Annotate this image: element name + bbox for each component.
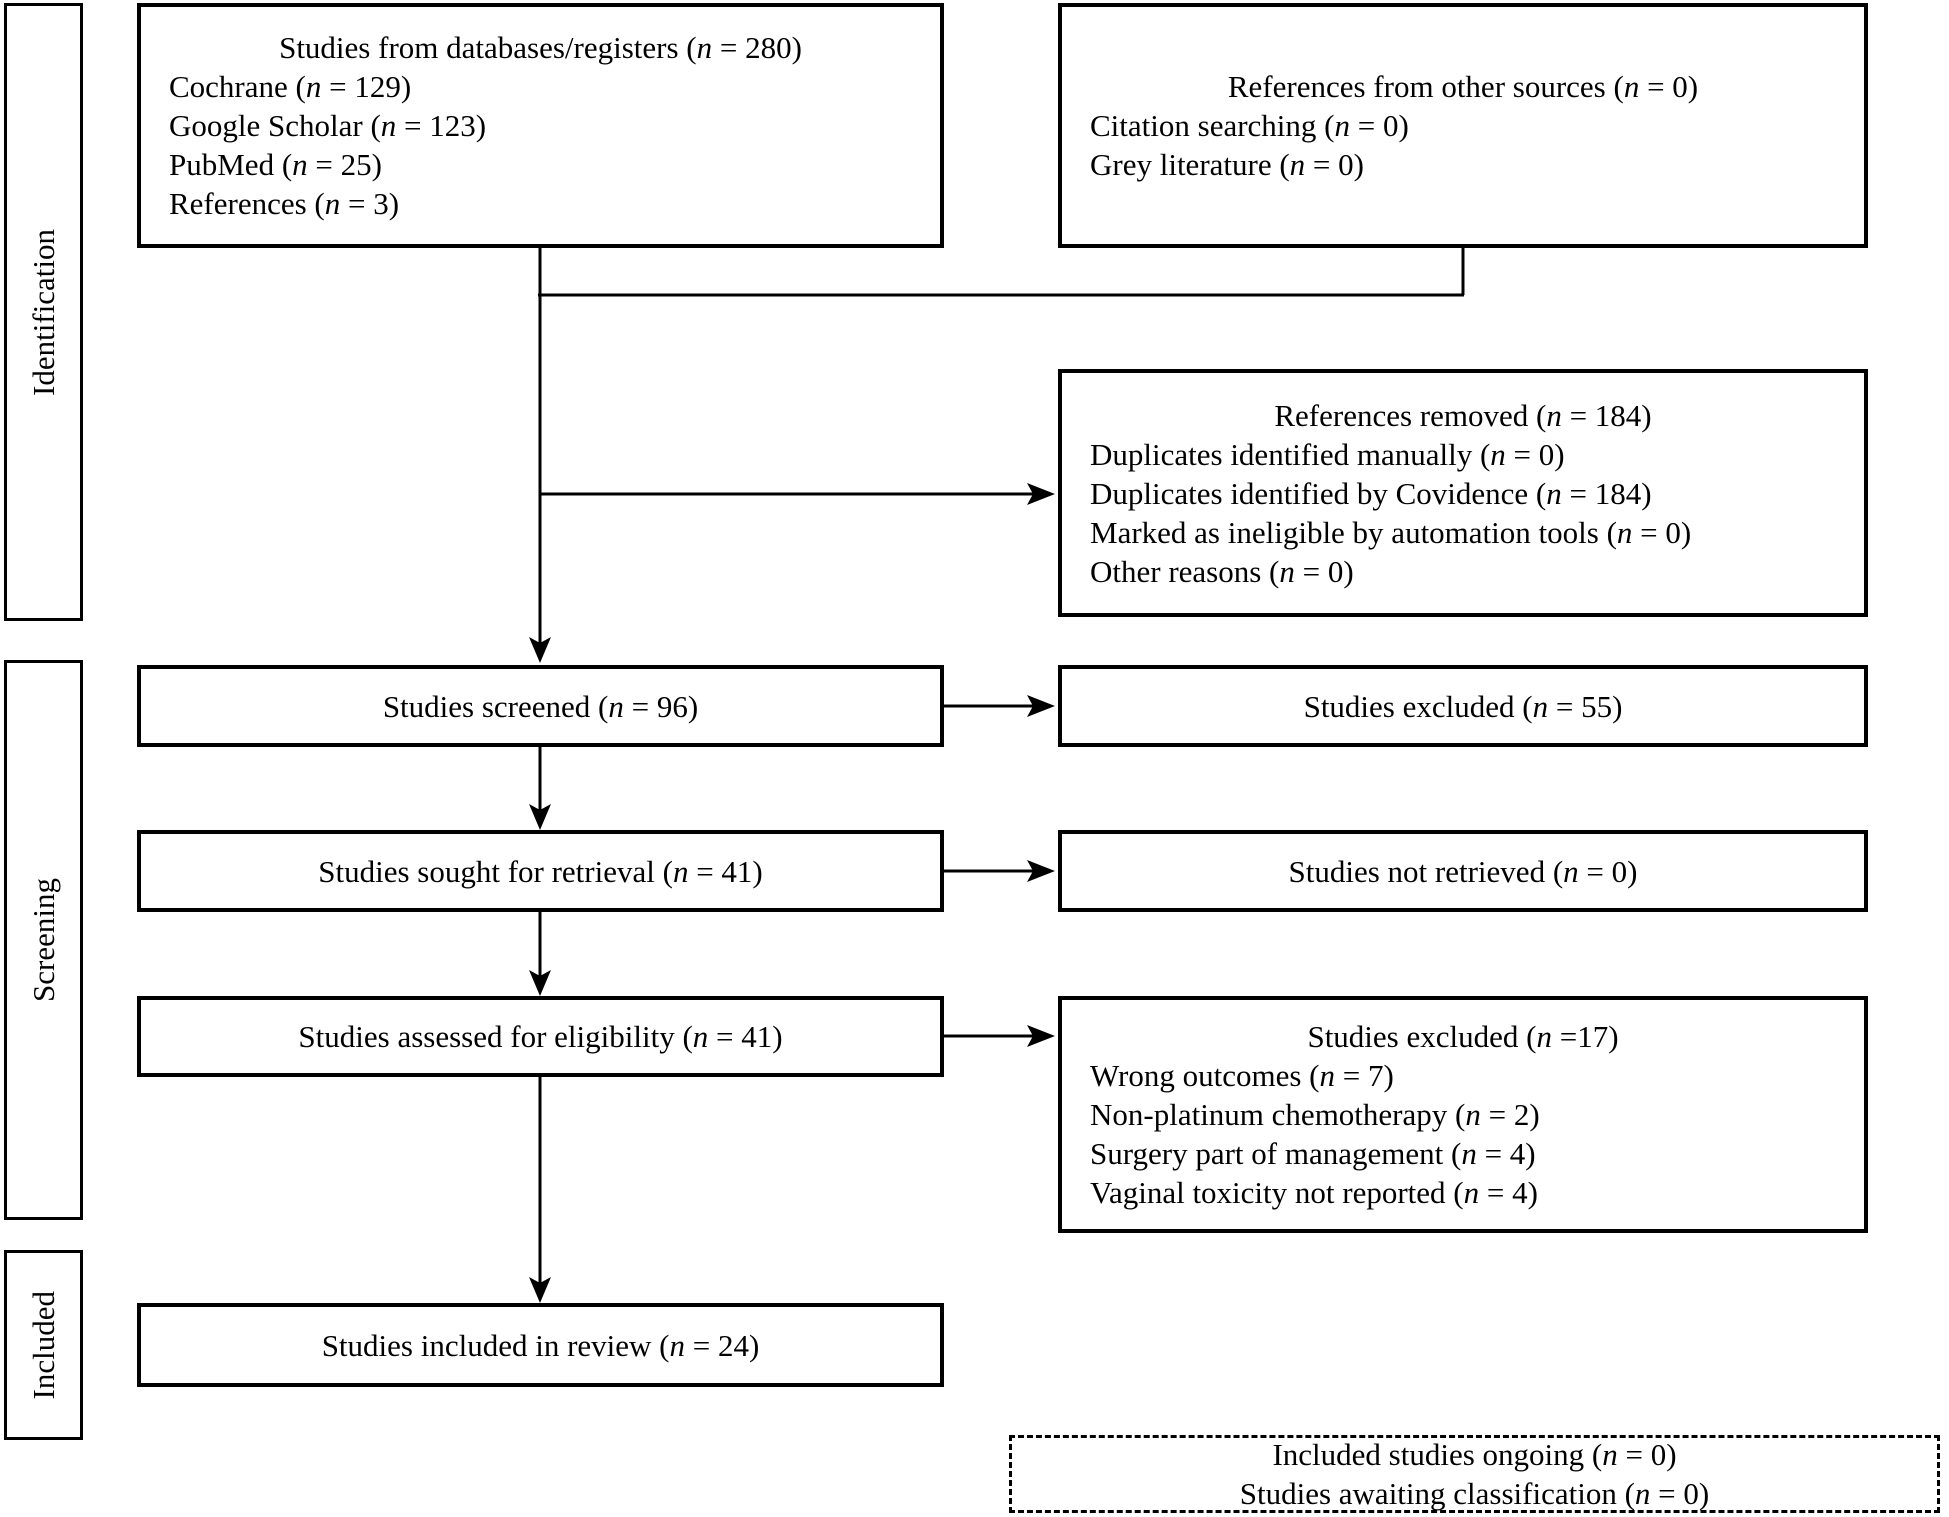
box-title: Studies sought for retrieval (n = 41) bbox=[318, 853, 763, 889]
box-other-sources: References from other sources (n = 0) Ci… bbox=[1058, 3, 1868, 248]
box-item: Duplicates identified manually (n = 0) bbox=[1090, 436, 1565, 472]
arrowhead-into-sought bbox=[529, 804, 551, 830]
box-title: Studies not retrieved (n = 0) bbox=[1288, 853, 1638, 889]
box-line: Studies awaiting classification (n = 0) bbox=[1239, 1476, 1710, 1511]
box-title: References from other sources (n = 0) bbox=[1227, 69, 1699, 104]
box-studies-excluded-screening: Studies excluded (n = 55) bbox=[1058, 665, 1868, 747]
box-databases-registers: Studies from databases/registers (n = 28… bbox=[137, 3, 944, 248]
box-item: Citation searching (n = 0) bbox=[1090, 108, 1409, 143]
box-item: Non-platinum chemotherapy (n = 2) bbox=[1090, 1097, 1540, 1132]
box-item-list: Duplicates identified manually (n = 0) D… bbox=[1062, 435, 1864, 591]
stage-label-text: Identification bbox=[26, 228, 61, 396]
box-item: Other reasons (n = 0) bbox=[1090, 553, 1354, 589]
arrowhead-into-excluded-screening bbox=[1027, 695, 1055, 717]
box-studies-screened: Studies screened (n = 96) bbox=[137, 665, 944, 747]
box-references-removed: References removed (n = 184) Duplicates … bbox=[1058, 369, 1868, 617]
stage-label-identification: Identification bbox=[4, 3, 83, 621]
box-studies-assessed: Studies assessed for eligibility (n = 41… bbox=[137, 996, 944, 1077]
box-studies-excluded-eligibility: Studies excluded (n =17) Wrong outcomes … bbox=[1058, 996, 1868, 1233]
box-title: References removed (n = 184) bbox=[1274, 397, 1652, 433]
box-item: Cochrane (n = 129) bbox=[169, 69, 412, 104]
box-line: Included studies ongoing (n = 0) bbox=[1272, 1437, 1677, 1472]
box-studies-sought: Studies sought for retrieval (n = 41) bbox=[137, 830, 944, 912]
box-title: Studies excluded (n =17) bbox=[1307, 1019, 1619, 1054]
arrowhead-into-assessed bbox=[529, 970, 551, 996]
box-title: Studies from databases/registers (n = 28… bbox=[279, 30, 802, 65]
box-studies-not-retrieved: Studies not retrieved (n = 0) bbox=[1058, 830, 1868, 912]
arrowhead-into-screened bbox=[529, 637, 551, 663]
box-item: Wrong outcomes (n = 7) bbox=[1090, 1058, 1394, 1093]
box-title: Studies screened (n = 96) bbox=[382, 688, 699, 724]
stage-label-screening: Screening bbox=[4, 660, 83, 1220]
arrowhead-into-not-retrieved bbox=[1027, 860, 1055, 882]
box-item: Surgery part of management (n = 4) bbox=[1090, 1136, 1536, 1171]
box-title: Studies assessed for eligibility (n = 41… bbox=[298, 1019, 783, 1054]
arrowhead-into-included bbox=[529, 1277, 551, 1303]
box-item: Marked as ineligible by automation tools… bbox=[1090, 514, 1692, 550]
box-title: Studies included in review (n = 24) bbox=[321, 1327, 760, 1363]
box-title: Studies excluded (n = 55) bbox=[1303, 688, 1623, 724]
box-item: Vaginal toxicity not reported (n = 4) bbox=[1090, 1175, 1538, 1210]
box-item: Grey literature (n = 0) bbox=[1090, 147, 1364, 182]
arrowhead-into-removed bbox=[1027, 483, 1055, 505]
stage-label-text: Screening bbox=[26, 878, 61, 1002]
box-item-list: Wrong outcomes (n = 7) Non-platinum chem… bbox=[1062, 1056, 1864, 1212]
box-item: PubMed (n = 25) bbox=[169, 147, 382, 182]
box-item: References (n = 3) bbox=[169, 186, 400, 221]
box-studies-included: Studies included in review (n = 24) bbox=[137, 1303, 944, 1387]
box-item: Duplicates identified by Covidence (n = … bbox=[1090, 475, 1652, 511]
arrowhead-into-excluded-eligibility bbox=[1027, 1025, 1055, 1047]
box-ongoing-awaiting: Included studies ongoing (n = 0) Studies… bbox=[1009, 1435, 1940, 1513]
stage-label-included: Included bbox=[4, 1250, 83, 1440]
box-item-list: Cochrane (n = 129) Google Scholar (n = 1… bbox=[141, 67, 940, 223]
box-item: Google Scholar (n = 123) bbox=[169, 108, 487, 143]
box-item-list: Citation searching (n = 0) Grey literatu… bbox=[1062, 106, 1864, 184]
stage-label-text: Included bbox=[26, 1290, 61, 1400]
